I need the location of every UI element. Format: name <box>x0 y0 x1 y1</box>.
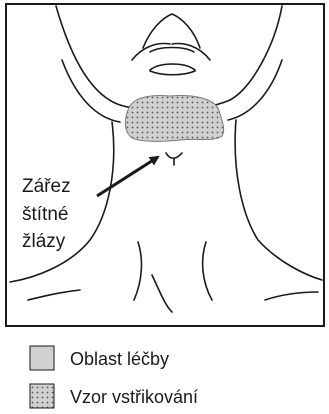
annotation-line-3: žlázy <box>22 231 66 252</box>
treatment-area <box>125 96 223 142</box>
annotation-line-1: Zářez <box>22 176 71 197</box>
legend: Oblast léčby Vzor vstřikování <box>30 346 198 408</box>
legend-label-treatment: Oblast léčby <box>70 349 169 369</box>
legend-swatch-injection <box>30 384 54 408</box>
diagram-frame <box>6 4 324 326</box>
annotation-line-2: štítné <box>22 204 68 225</box>
legend-label-injection: Vzor vstřikování <box>70 387 198 407</box>
legend-swatch-treatment <box>30 346 54 370</box>
